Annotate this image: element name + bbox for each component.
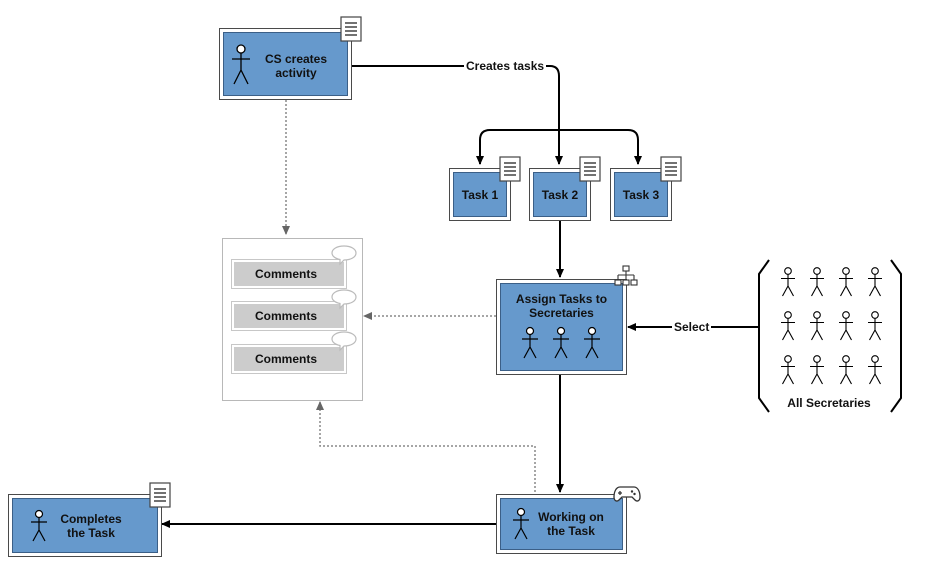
actor-icon: [513, 507, 529, 540]
secretaries-grid: [779, 266, 891, 388]
speech-bubble-icon: [331, 245, 357, 266]
secretary-actor-icon[interactable]: [779, 310, 797, 342]
node-completes-label: Completes the Task: [60, 512, 122, 540]
comment-item-label: Comments: [254, 309, 317, 323]
secretaries-group-label: All Secretaries: [787, 396, 871, 410]
actor-icon: [31, 509, 47, 542]
document-icon: [499, 156, 521, 182]
gamepad-icon: [613, 486, 641, 502]
secretary-actor-icon[interactable]: [837, 310, 855, 342]
node-completes-fill: [12, 498, 158, 553]
speech-bubble-icon: [331, 289, 357, 310]
node-cs-creates-fill: [223, 32, 348, 96]
edge-label-creates-tasks: Creates tasks: [464, 59, 547, 73]
secretary-actor-icon[interactable]: [808, 354, 826, 386]
node-task-2-label: Task 2: [541, 188, 579, 202]
node-completes[interactable]: Completes the Task: [8, 494, 162, 557]
document-icon: [579, 156, 601, 182]
secretary-actor-icon[interactable]: [837, 266, 855, 298]
secretary-actor-icon[interactable]: [866, 354, 884, 386]
document-icon: [149, 482, 171, 508]
node-working[interactable]: Working on the Task: [496, 494, 627, 554]
comment-item-fill: [234, 262, 344, 286]
secretary-actor-icon[interactable]: [779, 354, 797, 386]
edge-working-comments: [316, 401, 536, 492]
actor-icon: [584, 326, 600, 359]
node-task-1-fill: [453, 172, 507, 217]
secretary-actor-icon[interactable]: [779, 266, 797, 298]
node-task-1[interactable]: Task 1: [449, 168, 511, 221]
actor-icon: [522, 326, 538, 359]
comment-item-label: Comments: [254, 352, 317, 366]
node-cs-creates-label: CS creates activity: [264, 52, 328, 80]
secretary-actor-icon[interactable]: [808, 310, 826, 342]
node-task-1-label: Task 1: [461, 188, 499, 202]
node-assign-tasks-label: Assign Tasks to Secretaries: [515, 292, 608, 320]
actor-icon: [232, 44, 250, 85]
comment-item[interactable]: Comments: [231, 301, 347, 331]
comment-item[interactable]: Comments: [231, 259, 347, 289]
actor-icon: [553, 326, 569, 359]
node-task-2-fill: [533, 172, 587, 217]
comment-item-fill: [234, 304, 344, 328]
node-task-3-fill: [614, 172, 668, 217]
secretary-actor-icon[interactable]: [808, 266, 826, 298]
comment-item[interactable]: Comments: [231, 344, 347, 374]
org-chart-icon: [614, 265, 638, 286]
node-assign-tasks[interactable]: Assign Tasks to Secretaries: [496, 279, 627, 375]
speech-bubble-icon: [331, 331, 357, 352]
comment-item-fill: [234, 347, 344, 371]
secretary-actor-icon[interactable]: [837, 354, 855, 386]
comment-item-label: Comments: [254, 267, 317, 281]
document-icon: [340, 16, 362, 42]
edge-task-branch: [479, 129, 639, 164]
edge-creates-tasks: [352, 65, 563, 165]
node-cs-creates[interactable]: CS creates activity: [219, 28, 352, 100]
node-working-label: Working on the Task: [538, 510, 604, 538]
document-icon: [660, 156, 682, 182]
secretary-actor-icon[interactable]: [866, 266, 884, 298]
secretary-actor-icon[interactable]: [866, 310, 884, 342]
edge-label-select: Select: [672, 320, 712, 334]
secretaries-group-brackets: [758, 259, 902, 413]
node-task-3-label: Task 3: [622, 188, 660, 202]
